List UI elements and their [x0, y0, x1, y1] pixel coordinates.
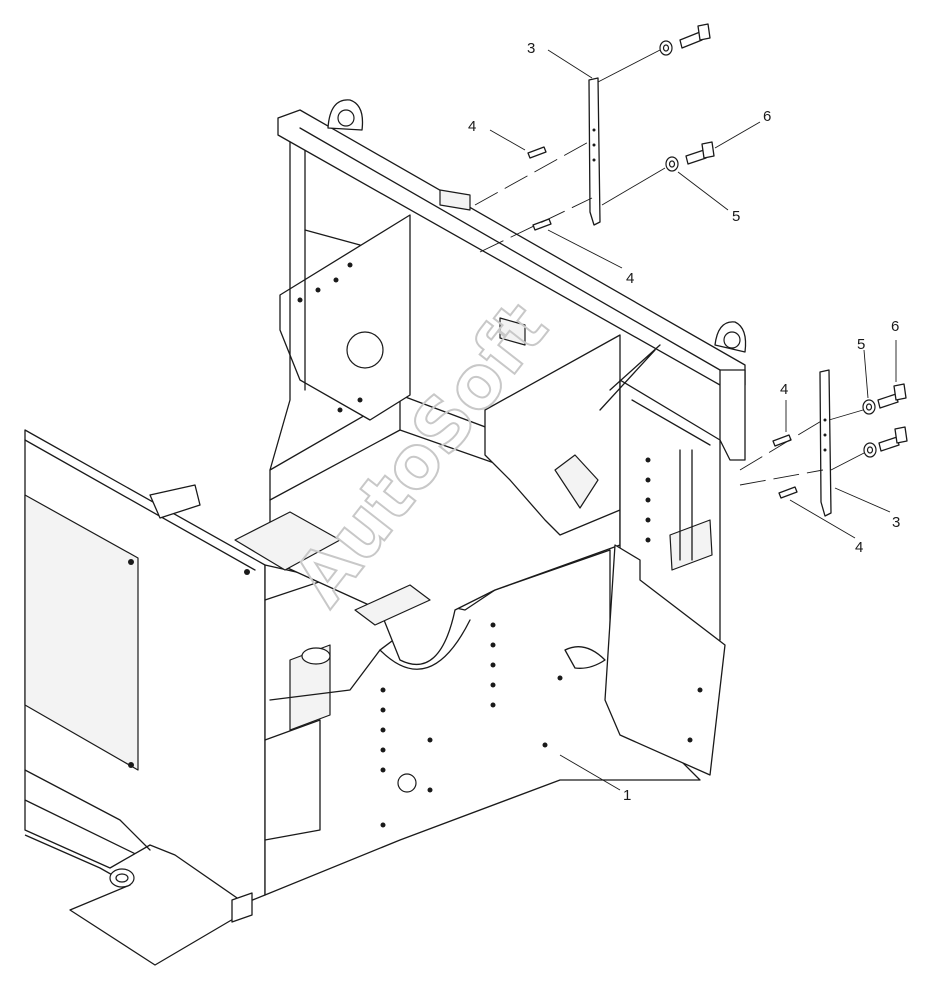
callout-leaders: [489, 49, 897, 791]
frame-left-panel: [24, 429, 266, 966]
callout-3-lower: 3: [892, 514, 900, 531]
callout-4-upper-right: 4: [626, 270, 634, 287]
frame-rear-upright: [269, 129, 411, 471]
part-6-bolts: [679, 23, 908, 452]
part-4-pins: [527, 146, 798, 499]
assembly-lines: [474, 49, 865, 486]
callout-4-upper-left: 4: [468, 118, 476, 135]
callout-3-upper: 3: [527, 40, 535, 57]
callout-5-lower: 5: [857, 336, 865, 353]
part-3-bracket-upper: [588, 77, 601, 226]
callouts: 3 4 6 5 4 6 5 4 3 4 1: [468, 40, 900, 804]
callout-4-lower-bottom: 4: [855, 539, 863, 556]
callout-4-lower-top: 4: [780, 381, 788, 398]
callout-5-upper: 5: [732, 208, 740, 225]
callout-6-lower: 6: [891, 318, 899, 335]
part-3-bracket-lower: [819, 369, 832, 517]
callout-6-upper: 6: [763, 108, 771, 125]
frame-top-beam: [277, 99, 747, 461]
part-5-washers: [659, 40, 877, 458]
frame-right-side: [484, 317, 726, 776]
callout-1-frame: 1: [623, 787, 631, 804]
